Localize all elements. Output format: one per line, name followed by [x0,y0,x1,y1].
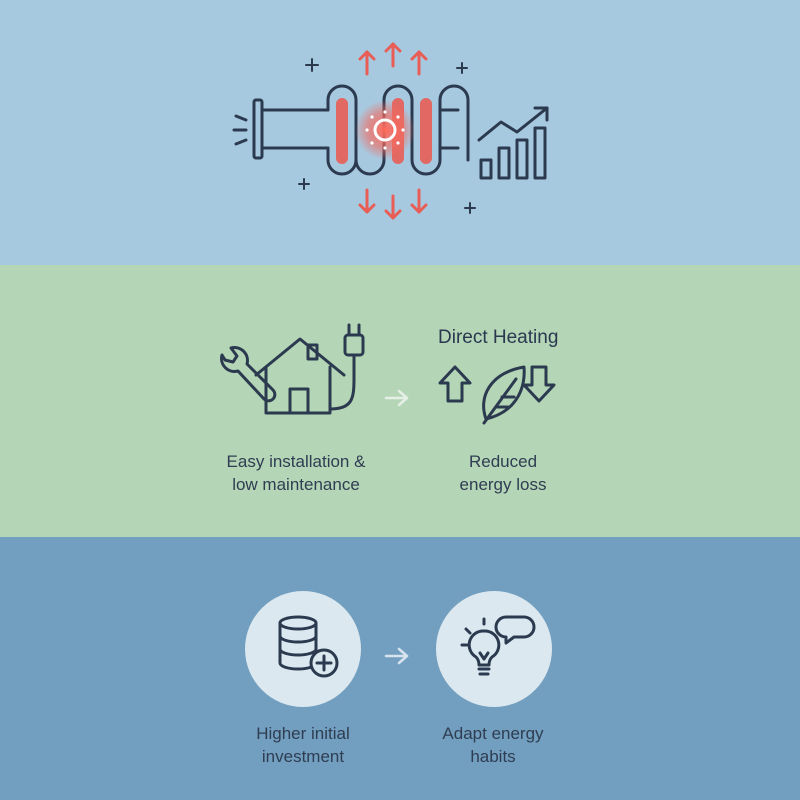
adapt-energy-habits-caption: Adapt energy habits [442,724,544,766]
wrench-house-plug-icon [220,323,365,415]
middle-panel: Direct Heating Easy installation & low m… [0,265,800,537]
investment-circle [245,591,361,707]
leaf-up-down-arrows-icon [438,365,556,425]
direct-heating-heading: Direct Heating [438,327,559,348]
heat-arrows-icon [358,42,428,220]
bottom-panel: Higher initial investment Adapt energy h… [0,537,800,800]
bar-chart-trend-icon [477,106,549,180]
heat-glow-icon [355,100,415,160]
top-panel [0,0,800,265]
lightbulb-speech-icon [460,615,536,676]
arrow-right-icon [384,647,409,665]
sparkle-icon [298,58,476,214]
coin-stack-plus-icon [278,615,339,678]
habits-circle [436,591,552,707]
arrow-right-icon [384,389,409,407]
higher-investment-caption: Higher initial investment [256,724,350,766]
easy-installation-caption: Easy installation & low maintenance [226,452,366,494]
reduced-energy-loss-caption: Reduced energy loss [459,452,547,494]
